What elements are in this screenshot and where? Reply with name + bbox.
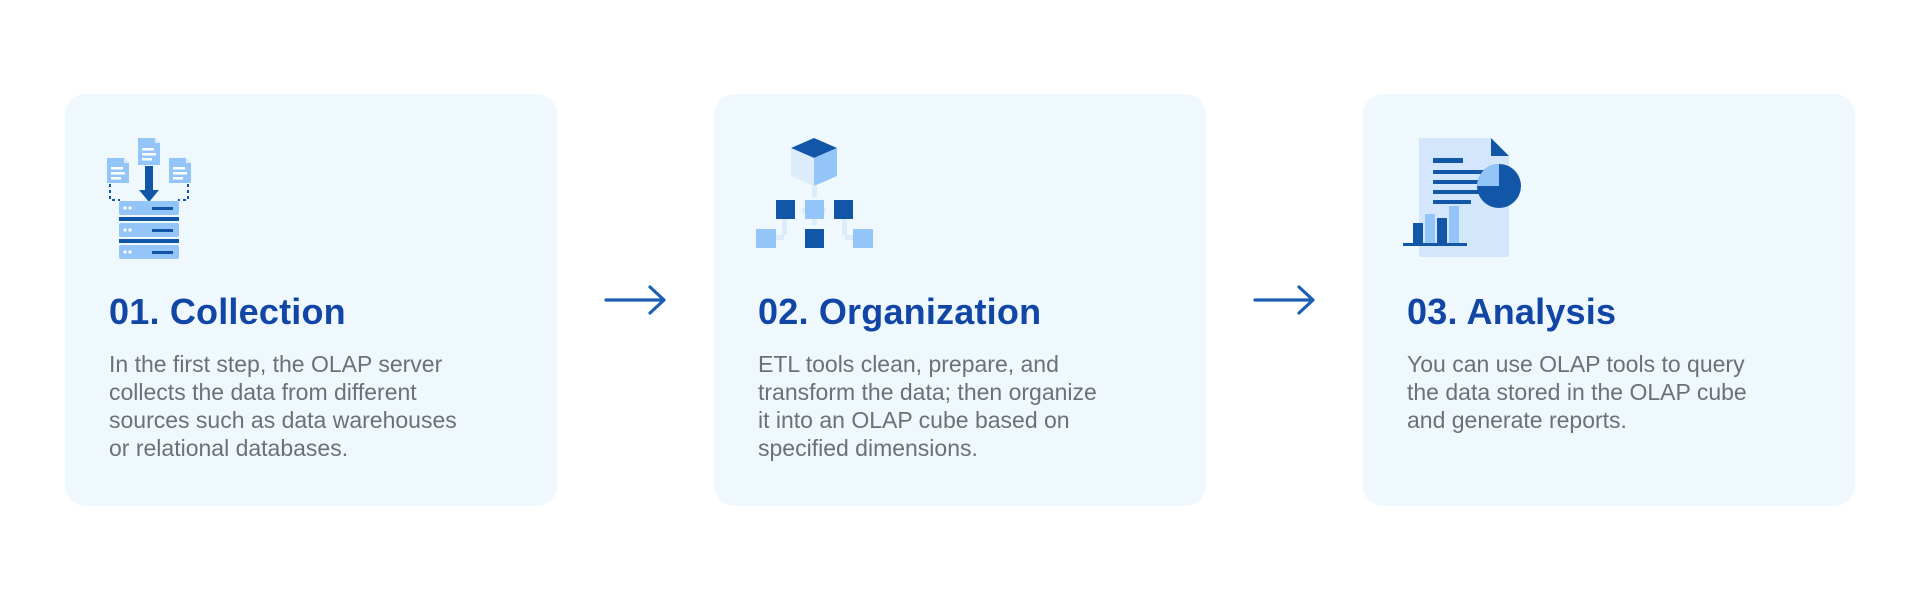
step-description: ETL tools clean, prepare, and transform …: [758, 351, 1097, 461]
step-title: 03. Analysis: [1407, 291, 1617, 332]
database-collection-icon: [105, 138, 235, 262]
step-card-collection: 01. Collection In the first step, the OL…: [65, 94, 557, 506]
step-card-organization: 02. Organization ETL tools clean, prepar…: [714, 94, 1206, 506]
step-description: In the first step, the OLAP server colle…: [109, 351, 457, 461]
report-chart-icon: [1403, 138, 1533, 262]
step-title: 01. Collection: [109, 291, 346, 332]
arrow-right-icon: [1253, 282, 1317, 318]
step-card-analysis: 03. Analysis You can use OLAP tools to q…: [1363, 94, 1855, 506]
step-title: 02. Organization: [758, 291, 1042, 332]
step-description: You can use OLAP tools to query the data…: [1407, 351, 1747, 433]
arrow-right-icon: [604, 282, 668, 318]
cube-hierarchy-icon: [754, 138, 884, 262]
